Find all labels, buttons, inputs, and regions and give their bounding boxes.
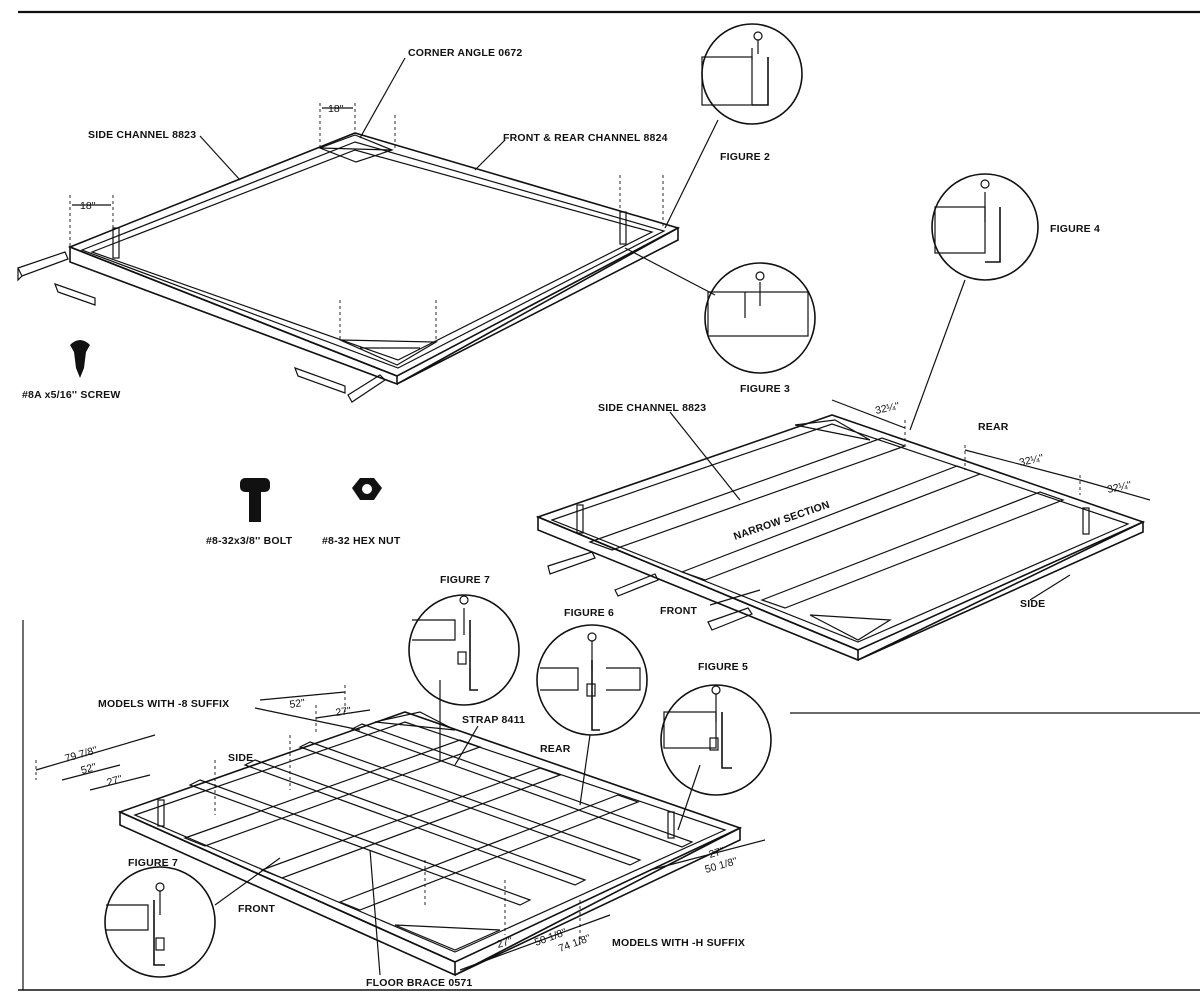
figure-2-label: FIGURE 2 (720, 151, 770, 163)
bolt-icon (240, 478, 270, 492)
screw-hardware (70, 340, 90, 378)
top-frame-inner-edge (90, 149, 654, 361)
corner-angle-front (339, 339, 439, 366)
screw-icon (711, 685, 721, 695)
front-rear-channel-label: FRONT & REAR CHANNEL 8824 (503, 132, 668, 144)
middle-frame-assembly (535, 399, 1151, 662)
dimension-50-right: 50 1/8'' (704, 855, 739, 876)
top-frame-inner-lip (80, 141, 666, 369)
dimension-18-left: 18'' (80, 200, 96, 212)
dimension-18-back: 18'' (328, 103, 344, 115)
strap-label: STRAP 8411 (462, 714, 525, 726)
strap-2 (243, 759, 587, 886)
side-channel-label-top: SIDE CHANNEL 8823 (88, 129, 196, 141)
figure-6-label: FIGURE 6 (564, 607, 614, 619)
rail-2 (680, 465, 982, 581)
post-left (112, 227, 120, 259)
side-label-bottom: SIDE (228, 752, 253, 764)
top-frame-right-face (396, 226, 679, 385)
figure-7-label-bottom: FIGURE 7 (128, 857, 178, 869)
figure-4-detail (909, 173, 1039, 431)
side-channel-label-mid: SIDE CHANNEL 8823 (598, 402, 706, 414)
strap-4 (350, 723, 694, 848)
loose-channel-bottom-a (293, 366, 346, 394)
dimension-32-c: 32¼'' (1106, 479, 1132, 496)
hex-nut-label: #8-32 HEX NUT (322, 535, 401, 547)
post-right (619, 211, 627, 245)
rear-label-bottom: REAR (540, 743, 571, 755)
top-frame-front-face (69, 245, 398, 386)
rear-label-mid: REAR (978, 421, 1009, 433)
front-label-mid: FRONT (660, 605, 698, 617)
bolt-label: #8-32x3/8'' BOLT (206, 535, 293, 547)
floor-brace-1 (183, 739, 482, 847)
dimension-52-left: 52'' (80, 761, 98, 777)
models-8-suffix-label: MODELS WITH -8 SUFFIX (98, 698, 229, 710)
rail-3 (760, 491, 1065, 609)
floor-brace-label: FLOOR BRACE 0571 (366, 977, 472, 989)
top-frame-assembly: 18'' 18'' (17, 57, 719, 403)
screw-icon (459, 595, 469, 605)
loose-channel-bottom-b (347, 374, 386, 403)
screw-icon (755, 271, 765, 281)
strap-1 (188, 779, 532, 906)
bottom-frame-outline (117, 711, 743, 963)
figure-5-detail (660, 684, 772, 796)
hex-nut-hardware (352, 478, 382, 500)
loose-channel-left-b (53, 283, 96, 306)
dimension-27-right: 27'' (708, 845, 726, 861)
figure-7-detail-top (408, 594, 520, 706)
middle-frame-outline (535, 414, 1146, 651)
dimension-52-top: 52'' (289, 697, 306, 711)
front-label-bottom: FRONT (238, 903, 276, 915)
figure-7-detail-bottom (104, 866, 216, 978)
dimension-27-left: 27'' (106, 773, 124, 789)
strap-3 (298, 741, 642, 866)
figure-3-detail (704, 262, 816, 374)
figure-5-label: FIGURE 5 (698, 661, 748, 673)
screw-icon (753, 31, 763, 41)
figure-2-detail (701, 23, 803, 125)
dimension-27-front: 27'' (496, 935, 514, 951)
figure-3-label: FIGURE 3 (740, 383, 790, 395)
corner-angle-label: CORNER ANGLE 0672 (408, 47, 522, 59)
dimension-32-a: 32¼'' (874, 400, 900, 417)
screw-icon (587, 632, 597, 642)
dimension-32-b: 32¼'' (1018, 452, 1044, 469)
screw-icon (155, 882, 165, 892)
figure-4-label: FIGURE 4 (1050, 223, 1100, 235)
dimension-27-top: 27'' (335, 705, 352, 719)
loose-channel-left-a (17, 251, 69, 277)
side-label-mid: SIDE (1020, 598, 1045, 610)
floor-brace-2 (260, 767, 562, 879)
top-frame-outline (67, 132, 681, 377)
screw-icon (70, 340, 90, 378)
floor-brace-3 (338, 794, 640, 911)
figure-6-detail (536, 624, 648, 736)
rail-1 (588, 437, 907, 551)
screw-label: #8A x5/16'' SCREW (22, 389, 120, 401)
screw-icon (980, 179, 990, 189)
figure-7-label-top: FIGURE 7 (440, 574, 490, 586)
bolt-hardware (240, 478, 270, 522)
models-h-suffix-label: MODELS WITH -H SUFFIX (612, 937, 745, 949)
bottom-frame-assembly (35, 680, 766, 977)
